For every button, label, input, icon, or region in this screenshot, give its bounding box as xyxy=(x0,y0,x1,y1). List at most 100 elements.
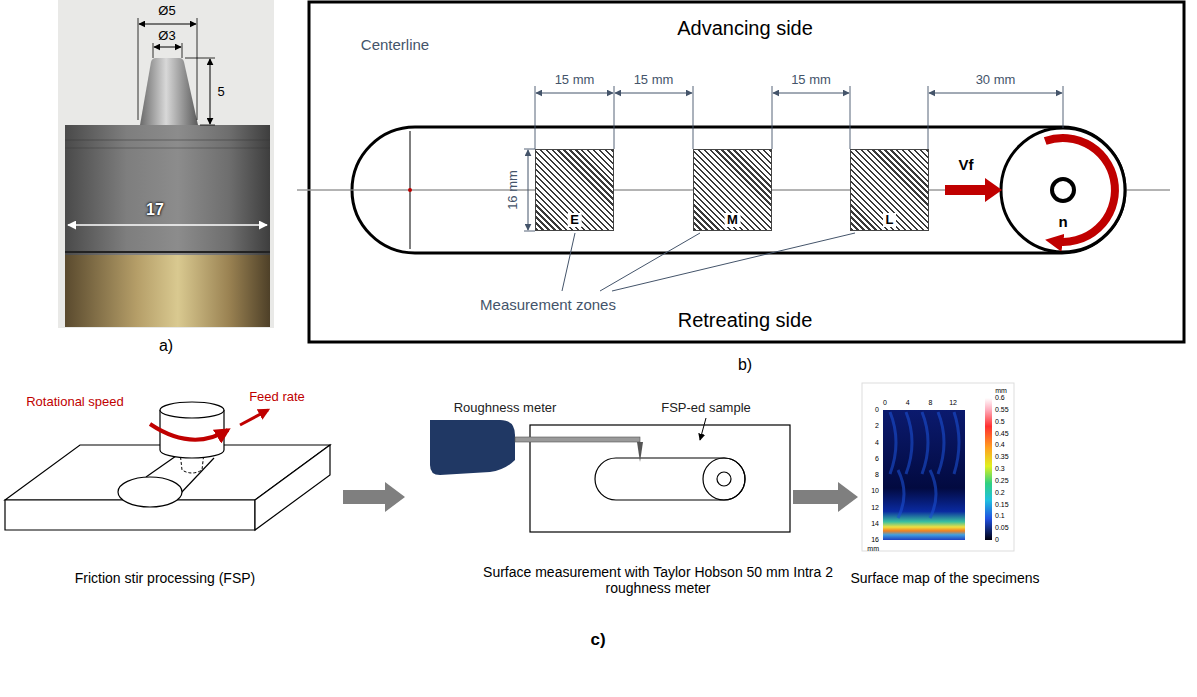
measurement-zone: L xyxy=(850,149,929,231)
colorbar-value: 0.45 xyxy=(995,429,1009,437)
surface-map xyxy=(890,412,896,474)
callout-label: Measurement zones xyxy=(480,296,616,313)
dimension-label: Ø5 xyxy=(158,4,175,19)
dimension-label: 15 mm xyxy=(634,73,674,88)
track-schematic xyxy=(773,93,849,94)
colorbar-value: 0.55 xyxy=(995,406,1009,414)
measurement-sketch xyxy=(430,418,790,532)
track-schematic xyxy=(524,86,1063,231)
fsp-sketch xyxy=(150,424,228,440)
surface-map xyxy=(922,412,928,474)
axis-tick: 0 xyxy=(875,406,879,414)
tool-dimensions xyxy=(182,43,183,58)
surface-map xyxy=(890,412,959,518)
surface-map xyxy=(862,383,1014,551)
axis-tick: 16 xyxy=(871,536,879,544)
tool-dimensions xyxy=(139,24,196,25)
dimension-label: 16 mm xyxy=(506,170,521,210)
track-schematic xyxy=(1063,86,1064,128)
colorbar-value: 0.1 xyxy=(995,512,1005,520)
fsp-sketch xyxy=(5,500,255,530)
surface-map xyxy=(862,383,1014,551)
fsp-sketch xyxy=(146,456,176,477)
measurement-sketch xyxy=(717,472,731,486)
axis-tick: 14 xyxy=(871,520,879,528)
track-schematic xyxy=(535,86,536,149)
axis-tick: 10 xyxy=(871,487,879,495)
track-schematic xyxy=(528,93,1062,230)
dimension-label: 15 mm xyxy=(791,73,831,88)
tool-dimensions xyxy=(68,18,267,225)
colorbar-value: 0.5 xyxy=(995,418,1005,426)
tool-dimensions xyxy=(68,224,267,226)
surface-map xyxy=(930,470,936,518)
axis-tick: 8 xyxy=(928,399,932,407)
fsp-sketch xyxy=(180,458,214,494)
surface-map xyxy=(938,412,944,474)
surface-map xyxy=(906,412,912,474)
tool-photo xyxy=(65,251,270,253)
tool-dimensions xyxy=(138,18,139,120)
dimension-label: 15 mm xyxy=(555,73,595,88)
axis-unit: mm xyxy=(867,545,879,553)
colorbar-value: 0.25 xyxy=(995,477,1009,485)
velocity-label: Vf xyxy=(959,156,974,173)
zone-letter: M xyxy=(724,213,741,227)
track-schematic xyxy=(928,86,929,149)
track-schematic xyxy=(772,86,773,149)
tool-photo xyxy=(65,125,270,255)
surface-map xyxy=(883,410,965,540)
side-label: Advancing side xyxy=(677,17,813,40)
fsp-sketch xyxy=(160,402,224,418)
track-schematic xyxy=(929,93,1062,94)
dimension-label: Ø3 xyxy=(158,29,175,44)
track-schematic xyxy=(528,150,529,230)
measurement-zone: M xyxy=(693,149,772,231)
track-schematic xyxy=(524,231,535,232)
measurement-sketch xyxy=(700,418,706,440)
zone-letter: E xyxy=(567,213,582,227)
track-schematic xyxy=(1045,138,1115,242)
axis-tick: 8 xyxy=(875,471,879,479)
tool-dimensions xyxy=(153,43,154,58)
process-parameter: Feed rate xyxy=(249,390,305,405)
axis-unit: mm xyxy=(995,387,1007,395)
axis-tick: 4 xyxy=(906,399,910,407)
track-schematic xyxy=(1052,179,1074,201)
colorbar-value: 0.15 xyxy=(995,500,1009,508)
track-schematic xyxy=(614,86,615,149)
dimension-label: 30 mm xyxy=(976,73,1016,88)
zone-letter: L xyxy=(883,213,897,227)
colorbar-value: 0.35 xyxy=(995,453,1009,461)
colorbar-value: 0.2 xyxy=(995,489,1005,497)
process-arrows xyxy=(343,482,405,512)
tool-dimensions xyxy=(200,125,215,126)
tool-dimensions xyxy=(210,59,211,124)
track-schematic xyxy=(945,178,1002,202)
rotation-label: n xyxy=(1058,213,1067,230)
tool-photo xyxy=(58,0,274,328)
track-schematic xyxy=(562,233,855,291)
fsp-sketch xyxy=(240,410,268,425)
tool-photo xyxy=(140,58,198,125)
step-caption: Friction stir processing (FSP) xyxy=(75,570,255,586)
tool-photo xyxy=(58,0,274,328)
tool-dimensions xyxy=(197,18,198,120)
part-label: Roughness meter xyxy=(454,401,557,416)
process-arrows xyxy=(793,482,858,512)
tool-photo xyxy=(65,148,270,149)
measurement-sketch xyxy=(703,458,745,500)
track-schematic xyxy=(693,86,694,149)
panel-label: c) xyxy=(590,630,605,650)
tool-dimensions xyxy=(154,47,181,48)
tool-photo xyxy=(65,255,270,327)
colorbar-value: 0.3 xyxy=(995,465,1005,473)
track-schematic xyxy=(524,149,535,150)
panel-label: b) xyxy=(738,356,752,374)
axis-tick: 6 xyxy=(875,455,879,463)
measurement-sketch xyxy=(430,420,515,475)
axis-tick: 0 xyxy=(883,399,887,407)
step-caption: Surface measurement with Taylor Hobson 5… xyxy=(478,564,838,596)
dimension-label: 17 xyxy=(146,201,164,219)
